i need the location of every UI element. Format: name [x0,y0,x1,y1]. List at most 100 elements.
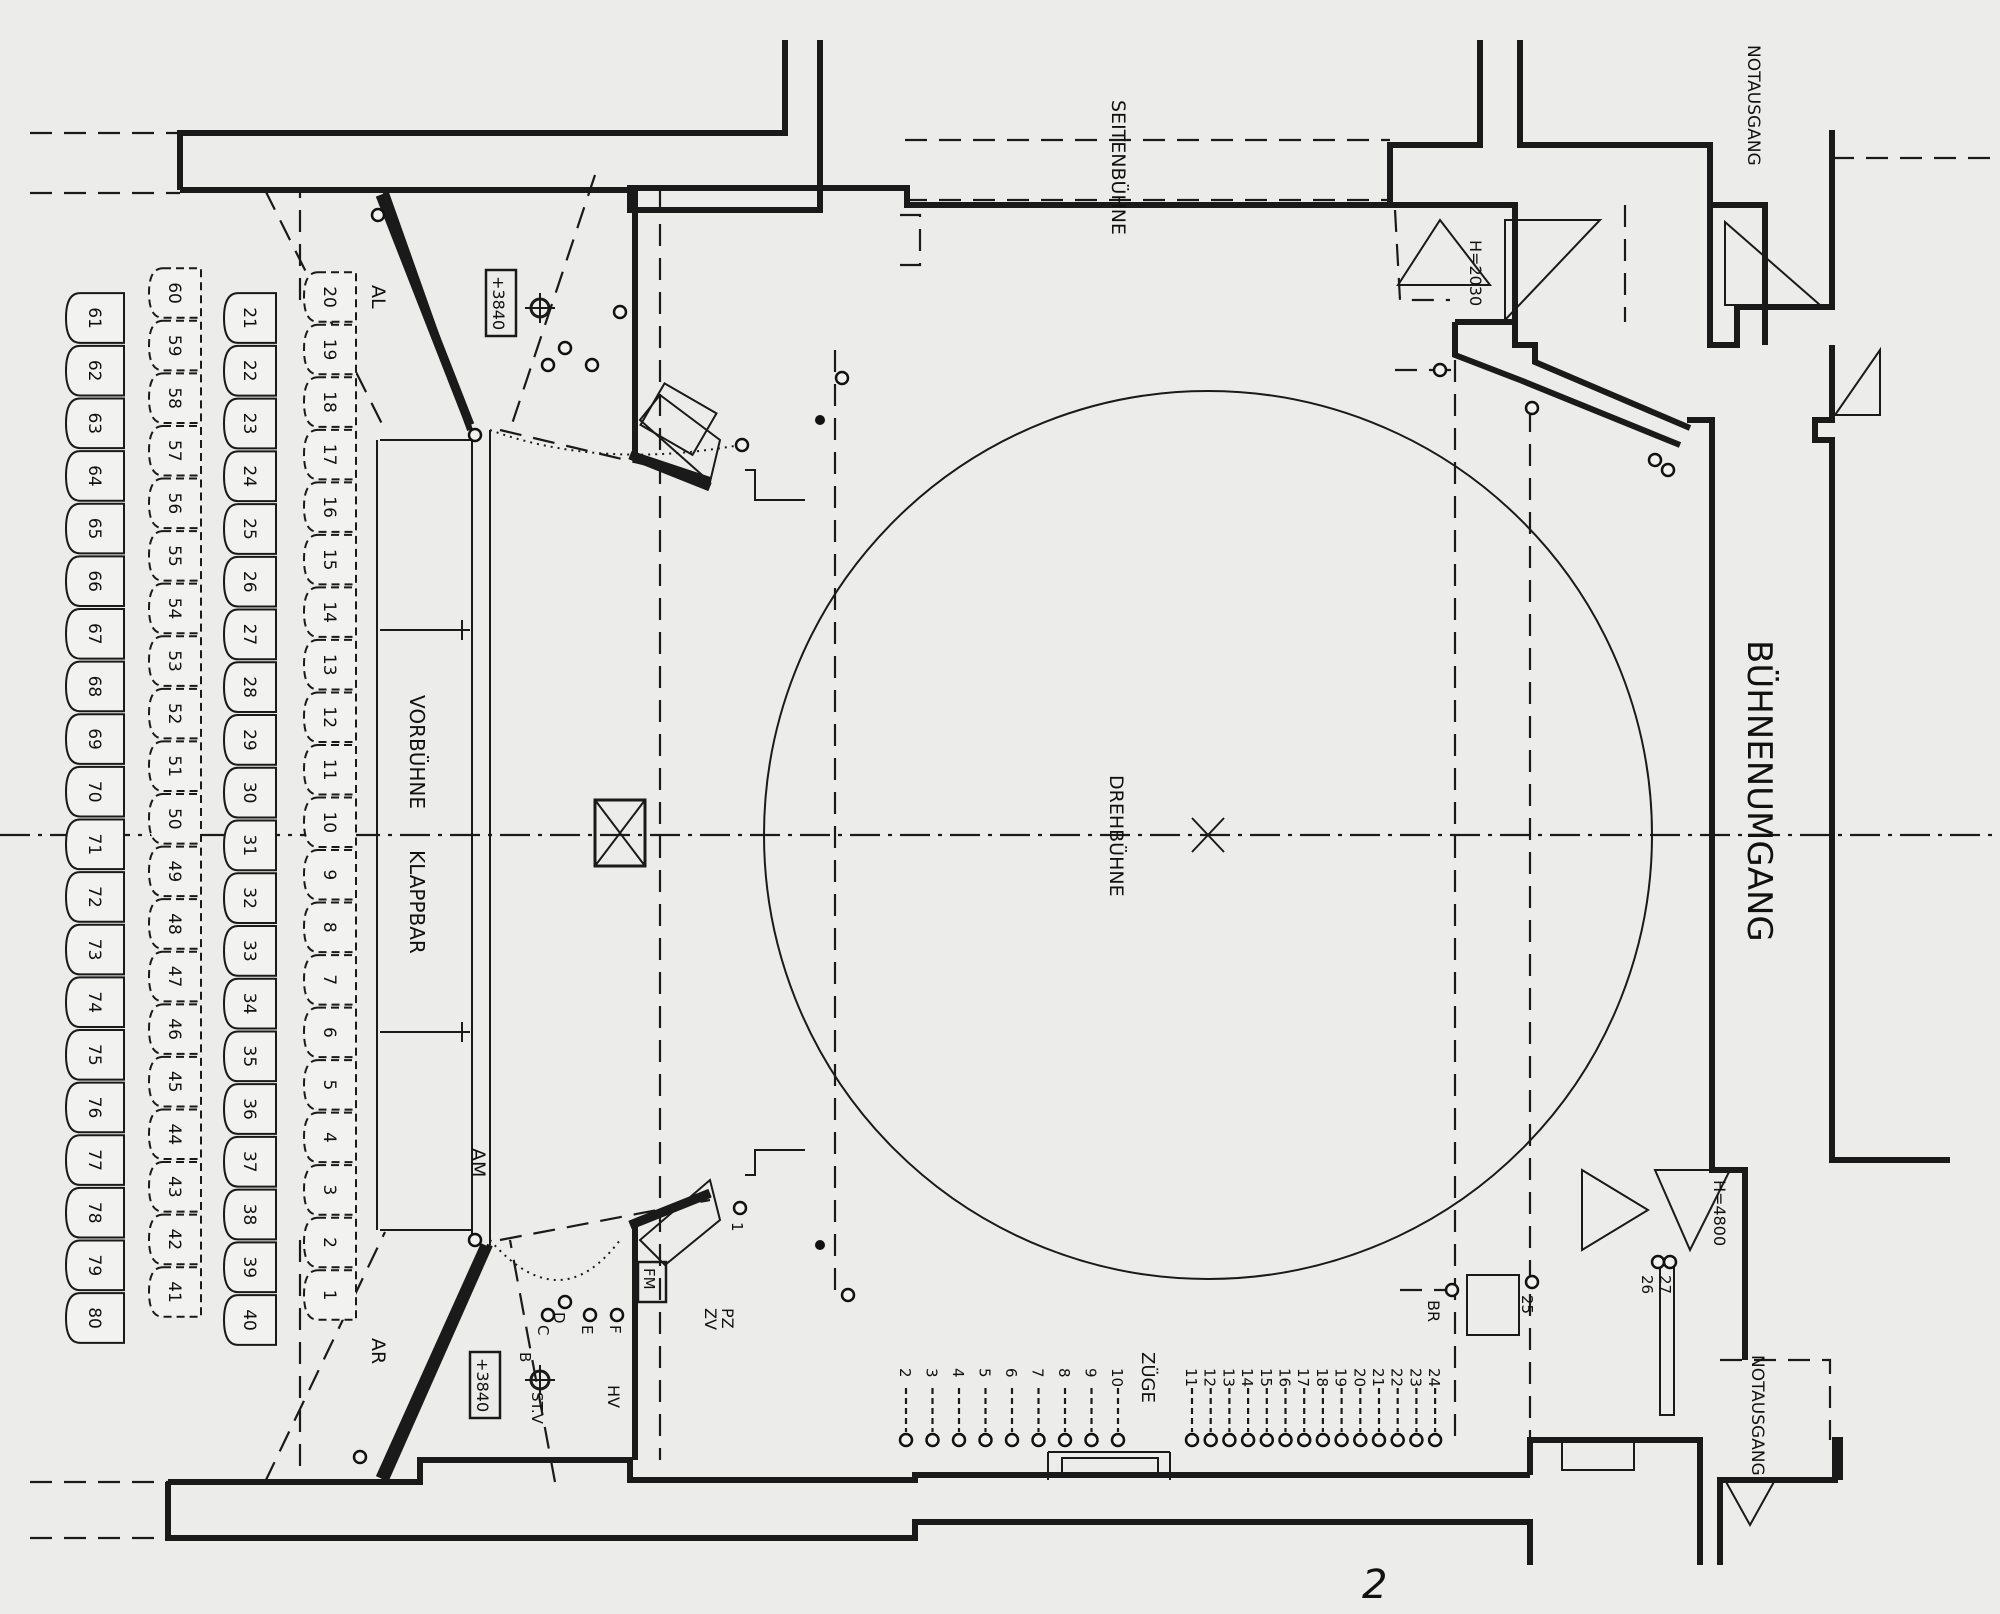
seat-number: 25 [239,518,259,540]
seat [147,424,202,477]
label-fm: FM [640,1268,658,1290]
seat-number: 60 [164,282,184,304]
fly-bar-number: 9 [1082,1368,1100,1378]
fly-bar-point [1409,1432,1424,1448]
seat-number: 41 [164,1281,184,1303]
seat-number: 7 [319,974,339,985]
fly-bar-number: 10 [1108,1368,1126,1387]
seat [64,660,125,713]
seat [302,743,357,796]
fly-bar-point [1259,1432,1275,1448]
seat-number: 79 [84,1255,104,1277]
seat-number: 61 [84,307,104,329]
seat-number: 63 [84,412,104,434]
seat-number: 35 [239,1045,259,1067]
seat [302,954,357,1006]
fly-bar-point [1203,1432,1218,1448]
seat-number: 65 [84,518,104,540]
seat [147,319,202,372]
seat [302,376,357,428]
fly-bar-point [1315,1432,1331,1448]
seat [222,1241,277,1294]
seat-number: 37 [239,1151,259,1173]
seat-number: 71 [84,833,104,855]
seat [64,923,125,976]
stair-triangles [1396,218,1881,1528]
fly-bar-number: 13 [1219,1368,1237,1387]
fly-bar-point [1057,1432,1073,1448]
seat [64,344,125,397]
seating: 1234567891011121314151617181920212223242… [64,267,357,1346]
seat [64,1029,125,1081]
seat [302,638,357,691]
label-27: 27 [1656,1275,1674,1294]
seat-number: 15 [319,549,339,571]
label-stv: ST.V [528,1392,546,1425]
seat-number: 24 [239,465,259,487]
seat [302,849,357,901]
seat [302,796,357,849]
fly-bar-point [1278,1432,1293,1448]
seat-number: 64 [84,465,104,487]
seat-number: 27 [239,624,259,646]
fly-bar-point [1004,1432,1020,1448]
seat-number: 53 [164,650,184,672]
seat [64,765,125,818]
seat-number: 50 [164,808,184,830]
seat-number: 72 [84,886,104,908]
seat [222,1030,277,1083]
fly-bar-number: 6 [1002,1368,1020,1378]
seat-number: 32 [239,887,259,909]
seat [222,766,277,819]
seat [222,608,277,661]
seat-number: 75 [84,1044,104,1066]
crosshair-top [525,293,555,323]
seat [222,555,277,608]
seat-number: 40 [239,1309,259,1331]
revolving-stage-center-mark [1191,817,1225,853]
seat-number: 68 [84,676,104,698]
seat [147,267,202,319]
label-h2030: H=2030 [1466,240,1485,306]
seat [222,977,277,1030]
seat [147,1161,202,1213]
label-pz: PZ [718,1308,737,1329]
seat [222,1294,277,1346]
label-d: D [550,1312,568,1324]
label-drehbuehne: DREHBÜHNE [1105,775,1128,897]
label-f: F [606,1325,624,1334]
seat-number: 51 [164,755,184,777]
fly-bar-point [1334,1432,1349,1448]
walls [165,40,1950,1565]
label-c: C [534,1325,552,1335]
seat-number: 52 [164,703,184,725]
seat [302,428,357,481]
seat [64,450,125,502]
seat [147,1213,202,1266]
fly-bar-number: 4 [949,1368,967,1378]
seat [64,1134,125,1186]
seat-number: 9 [319,869,339,880]
seat-number: 6 [319,1027,339,1038]
seat-number: 62 [84,360,104,382]
seat [222,1135,277,1188]
crosshair-bottom [525,1365,555,1395]
seat-number: 3 [319,1185,339,1196]
seat-number: 66 [84,570,104,592]
fly-bar-number: 8 [1055,1368,1073,1378]
label-seitenbuehne: SEITENBÜHNE [1107,100,1130,235]
seat [147,687,202,740]
seat-number: 33 [239,940,259,962]
fly-bar-point [1222,1432,1237,1448]
seat-number: 43 [164,1176,184,1198]
seat-number: 34 [239,993,259,1015]
proscenium-hatches [375,193,712,1480]
fly-bar-number: 24 [1425,1368,1443,1387]
seat-number: 2 [319,1237,339,1248]
lighting-points [352,207,1678,1465]
seat-number: 5 [319,1079,339,1090]
fly-bar-point [951,1432,967,1448]
seat-number: 80 [84,1307,104,1329]
seat-number: 55 [164,545,184,567]
